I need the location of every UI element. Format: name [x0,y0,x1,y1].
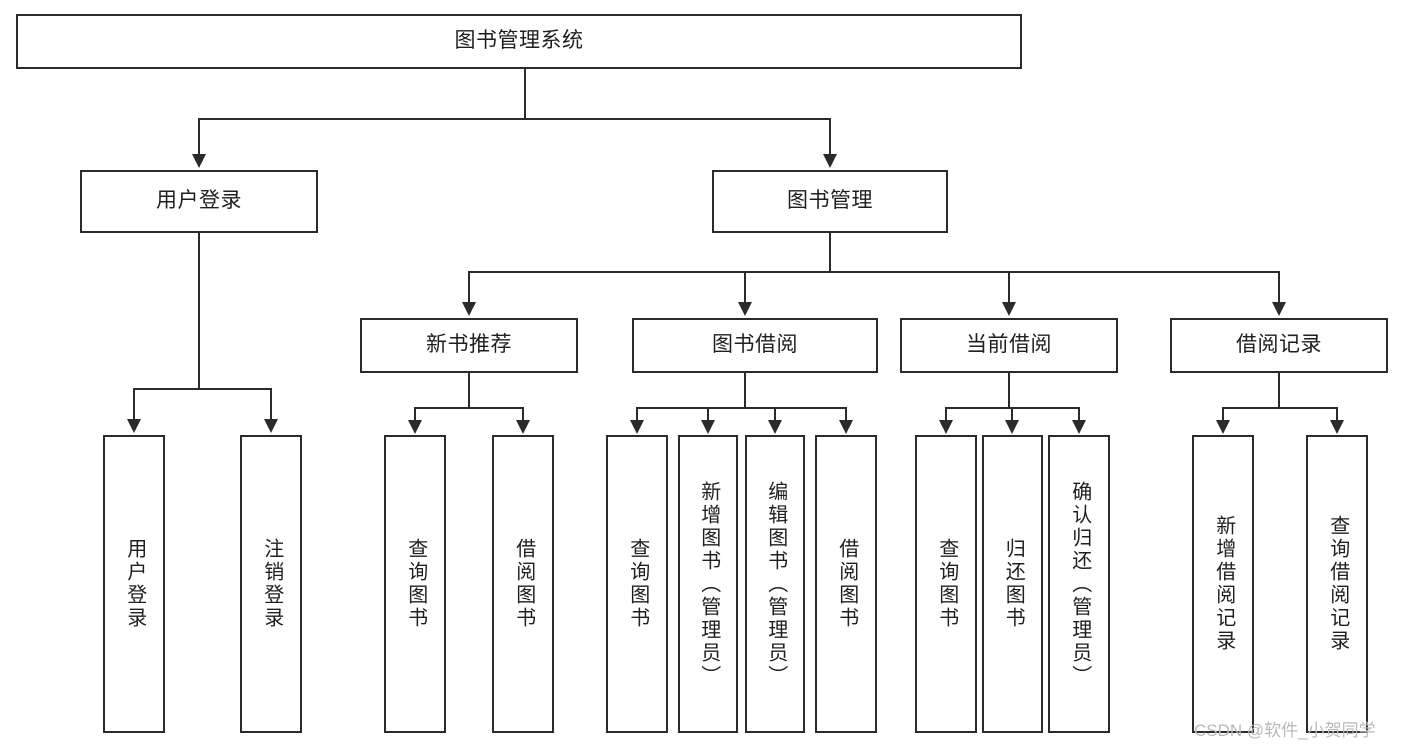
connector-to-user-login [198,118,200,156]
node-label: 注销登录 [260,538,283,630]
connector-user-login-bus [133,388,271,390]
leaf-nbr-borrow-book[interactable]: 借阅图书 [492,435,554,733]
arrowhead-br-1 [1216,420,1230,434]
leaf-br-add-record[interactable]: 新增借阅记录 [1192,435,1254,733]
connector-nbr-drop-1 [414,407,416,422]
node-label: 借阅记录 [1236,333,1322,357]
node-label: 图书管理 [787,189,873,213]
arrowhead-to-book-borrow [738,302,752,316]
node-book-management[interactable]: 图书管理 [712,170,948,233]
node-label: 图书管理系统 [454,29,584,53]
leaf-cb-return-book[interactable]: 归还图书 [982,435,1043,733]
node-label: 查询图书 [404,538,427,630]
node-label: 归还图书 [1002,538,1025,630]
node-label: 用户登录 [156,189,242,213]
connector-bb-drop-3 [774,407,776,422]
connector-user-login-drop-1 [133,388,135,421]
connector-book-management-stem [829,233,831,272]
node-root-book-management-system[interactable]: 图书管理系统 [16,14,1022,69]
node-book-borrow[interactable]: 图书借阅 [632,318,878,373]
connector-bb-drop-1 [636,407,638,422]
connector-borrow-record-bus [1222,407,1337,409]
connector-to-borrow-record [1278,271,1280,304]
connector-level2-bus [198,118,830,120]
arrowhead-cb-3 [1072,420,1086,434]
leaf-bb-query-book[interactable]: 查询图书 [606,435,668,733]
connector-bb-drop-4 [845,407,847,422]
node-label: 新增图书（管理员） [697,480,720,688]
connector-new-book-recommend-bus [414,407,524,409]
leaf-cb-confirm-return-admin[interactable]: 确认归还（管理员） [1048,435,1110,733]
arrowhead-to-current-borrow [1002,302,1016,316]
arrowhead-to-user-login [192,154,206,168]
connector-user-login-stem [198,233,200,389]
arrowhead-bb-2 [701,420,715,434]
arrowhead-cb-1 [939,420,953,434]
arrowhead-bb-4 [839,420,853,434]
connector-bb-drop-2 [707,407,709,422]
connector-user-login-drop-2 [270,388,272,421]
connector-cb-drop-1 [945,407,947,422]
arrowhead-nbr-2 [516,420,530,434]
arrowhead-br-2 [1330,420,1344,434]
arrowhead-bb-1 [630,420,644,434]
leaf-nbr-query-book[interactable]: 查询图书 [384,435,446,733]
node-label: 图书借阅 [712,333,798,357]
connector-cb-drop-2 [1011,407,1013,422]
leaf-bb-edit-book-admin[interactable]: 编辑图书（管理员） [745,435,805,733]
node-label: 查询图书 [626,538,649,630]
node-borrow-record[interactable]: 借阅记录 [1170,318,1388,373]
node-label: 查询图书 [935,538,958,630]
connector-to-book-management [829,118,831,156]
arrowhead-to-borrow-record [1272,302,1286,316]
node-label: 新书推荐 [426,333,512,357]
node-user-login[interactable]: 用户登录 [80,170,318,233]
connector-current-borrow-stem [1008,373,1010,408]
node-label: 借阅图书 [835,538,858,630]
node-label: 当前借阅 [966,333,1052,357]
arrowhead-user-login-2 [264,419,278,433]
connector-new-book-recommend-stem [468,373,470,408]
connector-to-current-borrow [1008,271,1010,304]
node-label: 查询借阅记录 [1326,515,1349,653]
arrowhead-nbr-1 [408,420,422,434]
connector-borrow-record-stem [1278,373,1280,408]
arrowhead-to-book-management [823,154,837,168]
connector-book-borrow-bus [636,407,846,409]
node-new-book-recommend[interactable]: 新书推荐 [360,318,578,373]
node-label: 编辑图书（管理员） [764,480,787,688]
connector-cb-drop-3 [1078,407,1080,422]
node-label: 用户登录 [123,538,146,630]
leaf-user-login-login[interactable]: 用户登录 [103,435,165,733]
leaf-user-login-logout[interactable]: 注销登录 [240,435,302,733]
arrowhead-cb-2 [1005,420,1019,434]
leaf-br-query-record[interactable]: 查询借阅记录 [1306,435,1368,733]
leaf-cb-query-book[interactable]: 查询图书 [915,435,977,733]
node-label: 新增借阅记录 [1212,515,1235,653]
connector-book-borrow-stem [744,373,746,408]
arrowhead-to-new-book-recommend [462,302,476,316]
node-label: 借阅图书 [512,538,535,630]
node-current-borrow[interactable]: 当前借阅 [900,318,1118,373]
connector-level3-bus [468,271,1279,273]
connector-to-book-borrow [744,271,746,304]
connector-root-stem [524,69,526,119]
connector-br-drop-1 [1222,407,1224,422]
node-label: 确认归还（管理员） [1068,480,1091,688]
leaf-bb-add-book-admin[interactable]: 新增图书（管理员） [678,435,738,733]
connector-nbr-drop-2 [522,407,524,422]
connector-to-new-book-recommend [468,271,470,304]
arrowhead-user-login-1 [127,419,141,433]
arrowhead-bb-3 [768,420,782,434]
connector-br-drop-2 [1336,407,1338,422]
leaf-bb-borrow-book[interactable]: 借阅图书 [815,435,877,733]
